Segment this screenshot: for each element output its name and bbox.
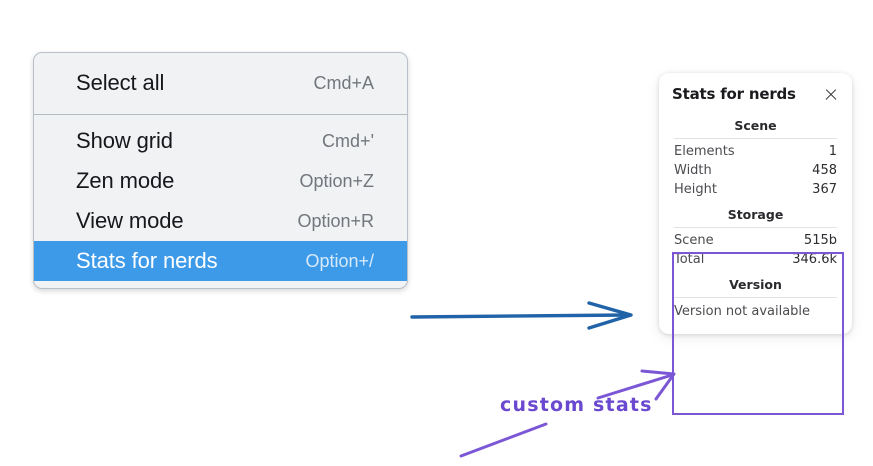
section-heading: Scene [734, 118, 777, 133]
stat-value: 458 [812, 163, 837, 178]
menu-item-shortcut: Option+R [297, 211, 374, 231]
purple-arrow [596, 369, 676, 401]
annotation-label: custom stats [500, 394, 653, 416]
stat-key: Total [674, 252, 705, 267]
stat-row: Total 346.6k [672, 250, 839, 269]
blue-arrow [410, 301, 633, 330]
version-value: Version not available [674, 304, 811, 319]
menu-item-label: Show grid [76, 128, 173, 153]
section-rule [674, 138, 837, 139]
menu-item-label: Select all [76, 70, 165, 95]
stat-value: 1 [828, 144, 837, 159]
stat-row: Width 458 [672, 161, 839, 180]
stats-section-version: Version Version not available [672, 276, 839, 320]
stat-key: Scene [674, 233, 714, 248]
stat-value: 367 [812, 182, 837, 197]
menu-item-select-all[interactable]: Select all Cmd+A [34, 63, 407, 103]
menu-item-shortcut: Option+Z [299, 171, 374, 191]
menu-item-view-mode[interactable]: View mode Option+R [34, 201, 407, 241]
purple-underline-stroke [459, 422, 548, 458]
section-rule [674, 227, 837, 228]
context-menu[interactable]: Select all Cmd+A Show grid Cmd+' Zen mod… [33, 52, 408, 289]
menu-group-2: Show grid Cmd+' Zen mode Option+Z View m… [34, 115, 407, 288]
stats-section-storage: Storage Scene 515b Total 346.6k [672, 206, 839, 269]
menu-item-shortcut: Option+/ [305, 251, 374, 271]
stat-key: Width [674, 163, 712, 178]
stat-row: Height 367 [672, 180, 839, 199]
section-heading: Version [729, 277, 782, 292]
section-heading: Storage [727, 207, 784, 222]
stat-key: Height [674, 182, 717, 197]
section-rule [674, 297, 837, 298]
stats-section-scene: Scene Elements 1 Width 458 Height 367 [672, 117, 839, 199]
menu-item-show-grid[interactable]: Show grid Cmd+' [34, 121, 407, 161]
menu-item-stats-for-nerds[interactable]: Stats for nerds Option+/ [34, 241, 407, 281]
menu-item-zen-mode[interactable]: Zen mode Option+Z [34, 161, 407, 201]
stat-value: 515b [803, 233, 837, 248]
stat-row: Elements 1 [672, 142, 839, 161]
menu-item-label: Stats for nerds [76, 248, 218, 273]
menu-item-label: View mode [76, 208, 184, 233]
stats-panel-header: Stats for nerds [672, 85, 839, 103]
menu-item-shortcut: Cmd+A [313, 73, 374, 93]
close-icon[interactable] [823, 87, 838, 102]
menu-group-1: Select all Cmd+A [34, 53, 407, 114]
stat-value: 346.6k [792, 252, 837, 267]
stats-for-nerds-panel: Stats for nerds Scene Elements 1 Width 4… [659, 73, 852, 334]
menu-item-shortcut: Cmd+' [322, 131, 374, 151]
stat-row: Scene 515b [672, 231, 839, 250]
stat-key: Elements [674, 144, 735, 159]
menu-item-label: Zen mode [76, 168, 175, 193]
menu-separator [34, 114, 407, 115]
stats-panel-title: Stats for nerds [672, 85, 796, 103]
